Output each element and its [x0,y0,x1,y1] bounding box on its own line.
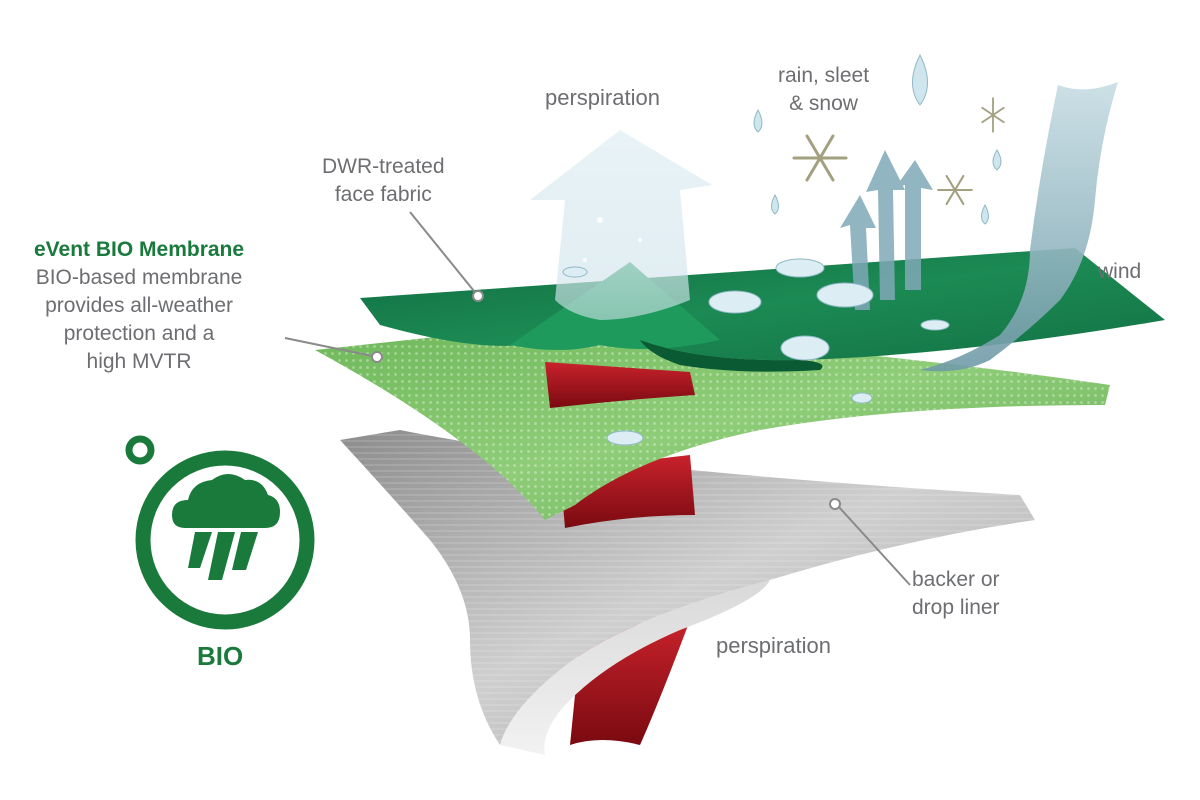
perspiration-top-label: perspiration [545,85,660,110]
backer-label-line-1: backer or [912,568,1000,591]
leader-lines [284,211,911,586]
membrane-desc-line-3: protection and a [63,322,215,345]
membrane-desc-line-4: high MVTR [86,350,192,373]
membrane-label: eVent BIO Membrane BIO-based membrane pr… [34,236,244,376]
perspiration-bottom-label: perspiration [716,633,831,658]
rain-label-line-2: & snow [789,92,858,115]
face-fabric-label: DWR-treated face fabric [322,153,445,209]
perspiration-up-arrow [530,130,712,320]
membrane-desc-line-1: BIO-based membrane [35,266,243,289]
membrane-layer [315,330,1110,520]
water-beads [562,258,950,446]
backer-label: backer or drop liner [912,566,1000,622]
membrane-desc-line-2: provides all-weather [45,294,233,317]
rain-label-line-1: rain, sleet [778,64,870,87]
backer-layer [340,430,1035,755]
rain-label: rain, sleet & snow [778,62,869,118]
backer-label-line-2: drop liner [912,596,1000,619]
raindrop-icons [753,53,1002,225]
snowflake-icon [792,97,1005,206]
wind-stream [920,82,1118,372]
bio-badge-label: BIO [197,641,244,671]
perspiration-stream-top [545,362,695,408]
face-fabric-label-line-2: face fabric [334,183,432,206]
bio-logo-icon [125,435,315,630]
membrane-title: eVent BIO Membrane [34,238,245,261]
wind-up-arrows [840,150,933,310]
face-fabric-label-line-1: DWR-treated [322,155,445,178]
wind-label: wind [1098,260,1142,283]
